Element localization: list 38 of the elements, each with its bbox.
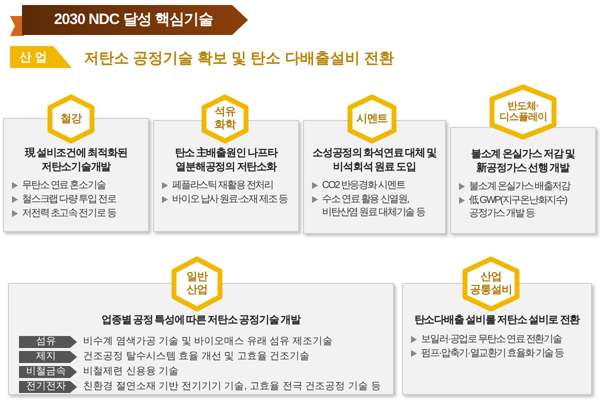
bullet-item: 수소 연료 활용 신열원, 비탄산염 원료 대체기술 등 [322, 193, 426, 220]
badge-label: 석유 화학 [214, 106, 236, 132]
card-panel [402, 283, 592, 395]
card-heading: 업종별 공정 특성에 따른 저탄소 공정기술 개발 [102, 314, 300, 328]
card-panel [8, 283, 394, 395]
bullet-item: 철스크랩 다량 투입 전로 [22, 193, 116, 206]
bullet-item: 저전력 초고속 전기로 등 [22, 207, 116, 220]
title-banner: 2030 NDC 달성 핵심기술 [22, 5, 248, 35]
bullet-item: 불소계 온실가스 배출저감 [469, 180, 570, 194]
row-description: 비수계 염색가공 기술 및 바이오매스 유래 섬유 제조기술 [83, 337, 332, 347]
badge-label: 산업 공통설비 [470, 271, 512, 297]
card-heading: 소성공정의 화석연료 대체 및 비석회석 원료 도입 [312, 147, 438, 174]
badge-label: 시멘트 [356, 112, 388, 126]
badge-label: 반도체· 디스플레이 [499, 100, 547, 124]
card-heading: 탄소 主배출원인 나프타 열분해공정의 저탄소화 [174, 147, 279, 174]
card-heading: 탄소다배출 설비를 저탄소 설비로 전환 [414, 314, 580, 328]
section-heading: 저탄소 공정기술 확보 및 탄소 다배출설비 전환 [84, 49, 394, 69]
bullet-item: CO2 반응경화 시멘트 [322, 179, 405, 192]
card-heading: 現 설비조건에 최적화된 저탄소기술개발 [24, 147, 128, 174]
bullet-item: 펌프·압축기·열교환기 효율화 기술 등 [421, 346, 564, 360]
bullet-item: 페플라스틱 재활용 전처리 [172, 179, 273, 192]
bullet-item: 低 GWP(지구온난화지수) 공정가스 개발 등 [469, 194, 568, 220]
section-tag: 산업 [10, 46, 72, 68]
badge-label: 철강 [60, 112, 82, 126]
category-tag: 비철금속 [19, 366, 77, 378]
bullet-item: 바이오 납사 원료·소재 제조 등 [172, 193, 288, 206]
category-tag: 섬유 [19, 336, 77, 348]
bullet-item: 보일러·공업로 무탄소 연료 전환기술 [421, 332, 562, 346]
row-description: 친환경 절연소재 기반 전기기기 기술, 고효율 전극 건조공정 기술 등 [83, 382, 381, 392]
card-panel [153, 120, 299, 232]
row-description: 비철제련 신용융 기술 [83, 367, 179, 377]
row-description: 건조공정 탈수시스템 효율 개선 및 고효율 건조기술 [83, 352, 310, 362]
category-tag: 전기전자 [19, 381, 77, 393]
card-heading: 불소계 온실가스 저감 및 新공정가스 선행 개발 [470, 148, 576, 176]
bullet-item: 무탄소 연료 혼소기술 [22, 179, 106, 192]
card-panel [450, 127, 596, 234]
badge-label: 일반 산업 [186, 271, 208, 297]
category-tag: 제지 [19, 351, 77, 363]
